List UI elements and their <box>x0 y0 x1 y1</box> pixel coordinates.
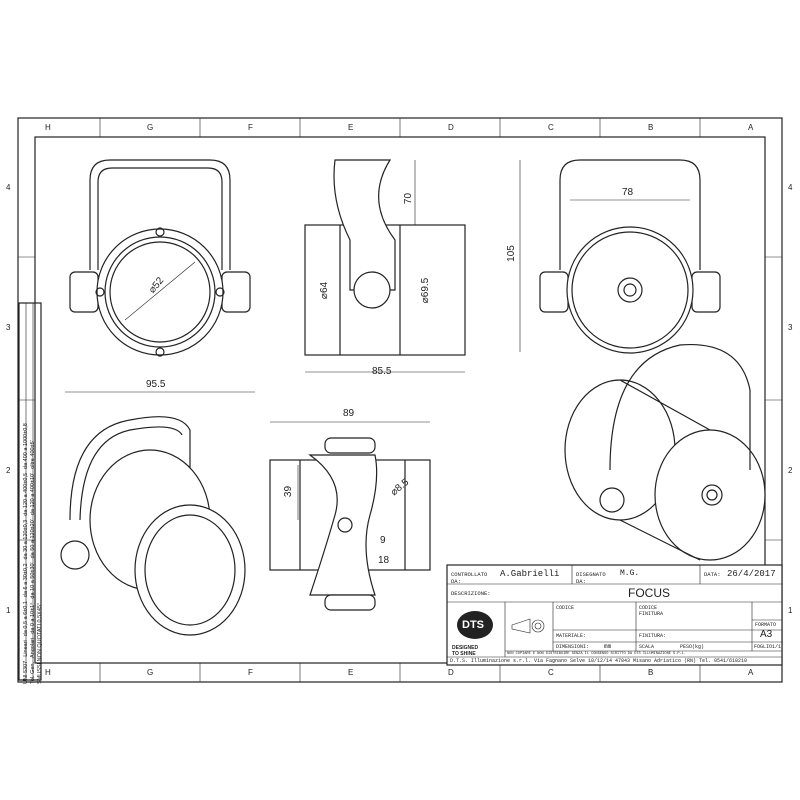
col-label: B <box>648 668 654 677</box>
dim-side-width: 85.5 <box>372 366 392 377</box>
col-label: E <box>348 668 354 677</box>
label: DIMENSIONI: <box>556 644 590 650</box>
row-label: 4 <box>788 183 793 192</box>
label: CONTROLLATO DA: <box>451 571 488 585</box>
label: FOGLIO <box>754 644 773 650</box>
tol-cell: UNI 5307 <box>23 660 29 684</box>
tolerance-chamfer: SMUSSI NON QUOTATI 0,5X45° <box>37 602 43 684</box>
tol-cell: da 10 a 50±30' <box>30 562 36 599</box>
front-view <box>65 159 255 393</box>
tol-cell: da 50 a 120±20' <box>30 519 36 559</box>
col-label: F <box>248 123 253 132</box>
row-label: 2 <box>788 466 793 475</box>
dim-back-height: 105 <box>505 245 517 262</box>
tol-cell: da 400 a 1000±0,8 <box>23 423 29 469</box>
label: FORMATO <box>755 622 777 628</box>
dim-top-h: 39 <box>283 485 295 498</box>
label: PESO(kg) <box>680 644 705 650</box>
dim-top-9: 9 <box>380 535 386 546</box>
units: mm <box>604 643 612 650</box>
tol-cell: da 30 a 120±0,3 <box>23 519 29 560</box>
side-view <box>304 159 466 373</box>
dim-side-d1: ⌀64 <box>319 281 331 300</box>
row-label: 2 <box>6 466 11 475</box>
format: A3 <box>760 629 773 640</box>
tol-cell: da 120 a 400±0,5 <box>23 472 29 516</box>
tol-cell: Lineari <box>23 640 29 657</box>
dim-side-d2: ⌀69.5 <box>420 277 432 304</box>
dim-back-width: 78 <box>622 187 634 198</box>
col-label: H <box>45 123 51 132</box>
dim-top-width: 89 <box>343 408 355 419</box>
date: 26/4/2017 <box>727 569 776 579</box>
dim-front-width: 95.5 <box>146 379 166 390</box>
back-view <box>519 159 721 354</box>
dim-top-18: 18 <box>378 555 390 566</box>
row-label: 3 <box>6 323 11 332</box>
tol-cell: Tol. Gen. <box>30 661 36 684</box>
dts-logo: DTS <box>462 619 484 631</box>
row-label: 4 <box>6 183 11 192</box>
col-label: E <box>348 123 354 132</box>
tol-cell: Angolari <box>30 637 36 658</box>
frame-ticks <box>18 118 782 682</box>
copyright-notice: NON COPIARE E NON DISTRIBUIRE SENZA IL C… <box>507 652 686 656</box>
slogan: DESIGNED TO SHINE <box>452 645 479 657</box>
col-label: C <box>548 668 554 677</box>
label: DESCRIZIONE: <box>451 590 491 597</box>
row-label: 1 <box>788 606 793 615</box>
label: DISEGNATO DA: <box>576 571 606 585</box>
col-label: G <box>147 123 154 132</box>
tolerance-row-angular: Tol. Gen. Angolari da 0 a 10±1° da 10 a 50±… <box>30 307 37 684</box>
label: FINITURA: <box>639 633 667 639</box>
row-label: 1 <box>6 606 11 615</box>
col-label: D <box>448 668 454 677</box>
tol-cell: da 120 a 400±10' <box>30 472 36 516</box>
tol-cell: oltre 400±5' <box>30 440 36 469</box>
iso-view-back <box>564 343 766 561</box>
row-label: 3 <box>788 323 793 332</box>
tol-cell: da 0,5 a 6±0,1 <box>23 601 29 637</box>
col-label: F <box>248 668 253 677</box>
tolerance-text: UNI 5307 Lineari da 0,5 a 6±0,1 da 6 a 30±0… <box>23 307 44 684</box>
top-view <box>269 421 431 611</box>
label: CODICE FINITURA <box>639 605 664 617</box>
description: FOCUS <box>628 586 670 600</box>
col-label: D <box>448 123 454 132</box>
col-label: G <box>147 668 154 677</box>
tolerance-row-linear: UNI 5307 Lineari da 0,5 a 6±0,1 da 6 a 30±0… <box>23 307 30 684</box>
label: CODICE <box>556 605 575 611</box>
col-label: H <box>45 668 51 677</box>
col-label: A <box>748 668 754 677</box>
tolerance-table <box>18 302 42 681</box>
label: MATERIALE: <box>556 633 587 639</box>
title-block <box>446 564 783 666</box>
col-label: A <box>748 123 754 132</box>
tol-cell: da 0 a 10±1° <box>30 602 36 634</box>
col-label: C <box>548 123 554 132</box>
label: DATA: <box>704 571 721 578</box>
checked-by: A.Gabrielli <box>500 569 560 579</box>
drawn-by: M.G. <box>620 569 640 578</box>
dim-side-height: 70 <box>403 192 415 205</box>
tol-cell: da 6 a 30±0,2 <box>23 563 29 598</box>
sheet: 1/1 <box>772 644 782 650</box>
company-address: D.T.S. Illuminazione s.r.l. Via Fagnano … <box>450 658 748 664</box>
col-label: B <box>648 123 654 132</box>
label: SCALA <box>639 644 655 650</box>
iso-view-front <box>60 416 246 636</box>
